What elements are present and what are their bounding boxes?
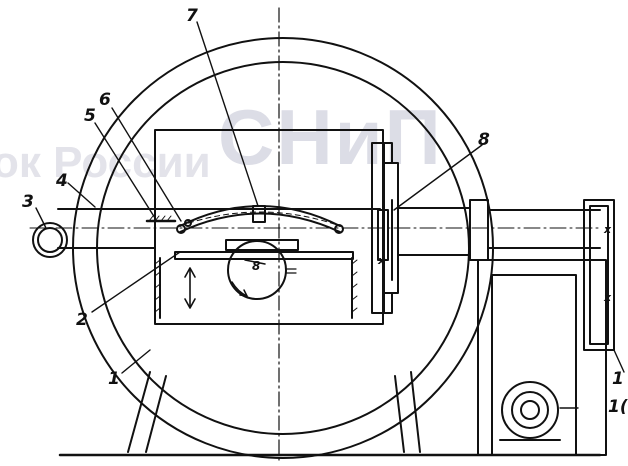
table-guides: [154, 257, 358, 319]
cross-mark-1: x: [603, 223, 612, 236]
left-bracket: [145, 215, 177, 223]
electric-motor: [499, 381, 561, 441]
left-wheel: [32, 222, 68, 258]
leader-lines: [35, 21, 625, 409]
feed-roller: [227, 240, 297, 300]
work-plate: [225, 239, 299, 251]
watermark-text-secondary: ок России: [0, 138, 211, 187]
motor-frame: [477, 259, 607, 456]
callout-11: 1: [612, 369, 624, 389]
support-legs: [127, 371, 421, 453]
roller-mark: 8: [252, 259, 260, 273]
callout-7: 7: [186, 6, 198, 26]
callout-2: 2: [76, 310, 88, 330]
callout-6: 6: [99, 90, 111, 110]
callout-10: 1(: [608, 397, 628, 417]
cross-mark-3: x: [377, 254, 386, 267]
top-clamp: [252, 205, 266, 223]
callout-5: 5: [84, 106, 96, 126]
callout-8: 8: [478, 130, 490, 150]
vertical-motion-arrow: [184, 267, 196, 309]
flange-disk: [371, 142, 399, 314]
callout-4: 4: [55, 171, 68, 191]
belt-housing: [583, 199, 615, 351]
callout-3: 3: [22, 192, 34, 212]
main-shaft: [29, 208, 601, 249]
output-shaft: [397, 199, 601, 261]
callout-1: 1: [108, 369, 120, 389]
cross-mark-2: x: [603, 291, 612, 304]
watermark-text: СНиП: [218, 93, 443, 181]
